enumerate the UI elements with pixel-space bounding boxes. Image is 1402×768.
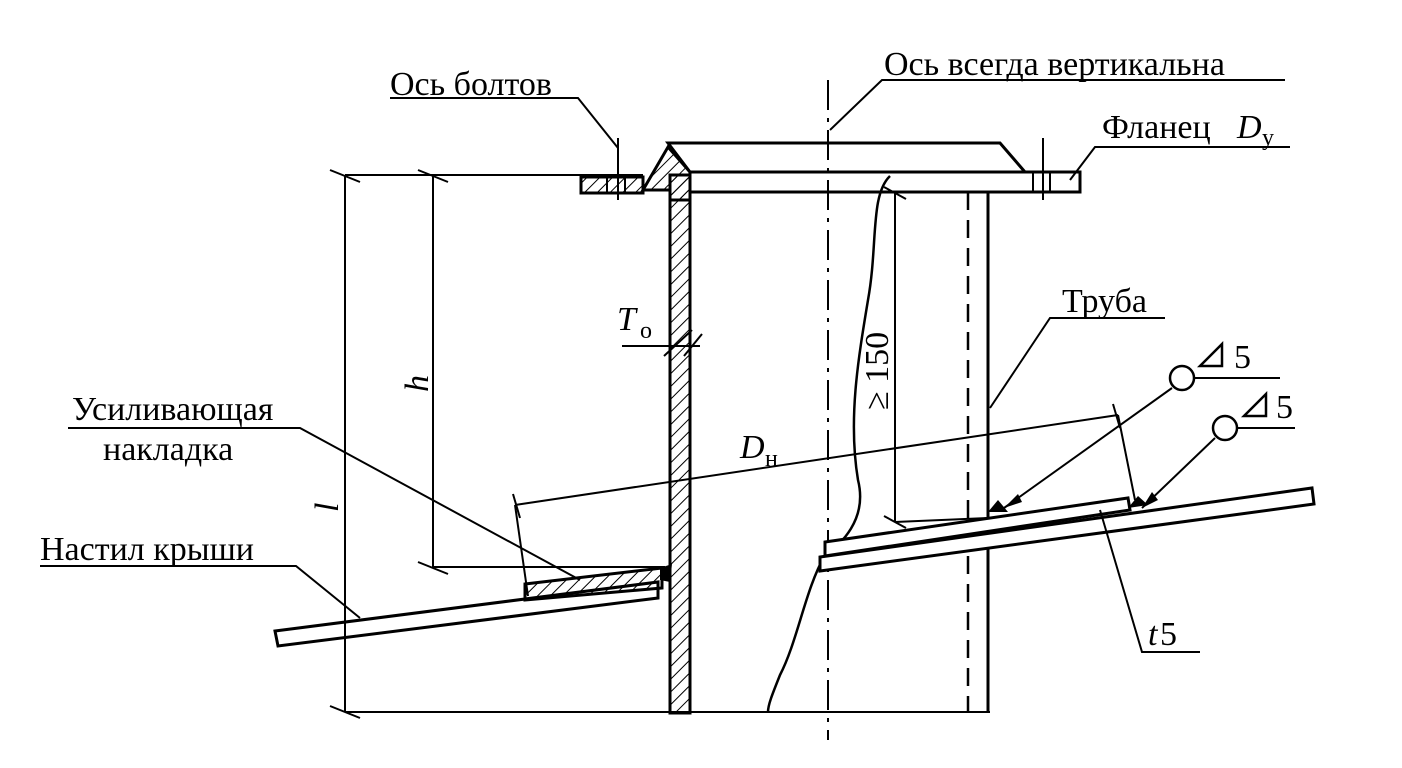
leader-pipe xyxy=(989,317,1165,409)
label-outer-diameter: D xyxy=(739,429,765,466)
label-plate-thickness: t xyxy=(1148,616,1159,653)
label-plate-thickness-value: 5 xyxy=(1160,616,1177,653)
nozzle-wall-section xyxy=(668,173,692,715)
roof-deck-right xyxy=(818,486,1316,573)
label-vertical-axis: Ось всегда вертикальна xyxy=(884,46,1225,83)
leader-reinforcing xyxy=(68,427,581,581)
label-pipe: Труба xyxy=(1062,283,1147,320)
reinforcing-plate-right xyxy=(823,496,1132,558)
label-l: l xyxy=(309,503,346,512)
reinforcing-plate xyxy=(523,566,664,602)
weld-mark-1 xyxy=(988,500,1008,512)
break-line xyxy=(766,175,891,713)
leader-t5 xyxy=(1099,509,1200,653)
nozzle-body xyxy=(345,141,1082,715)
dimension-min-150 xyxy=(883,186,989,529)
label-flange: Фланец xyxy=(1102,109,1211,146)
flange-weld-bevel xyxy=(640,144,692,202)
label-reinforcing-1: Усиливающая xyxy=(72,391,274,428)
weld-symbol-1 xyxy=(1003,340,1280,509)
label-weld-1: 5 xyxy=(1234,339,1251,376)
to-arrow xyxy=(622,329,703,357)
dimension-l xyxy=(329,169,643,719)
label-h: h xyxy=(399,375,436,392)
label-wall-thickness: T xyxy=(617,301,638,338)
label-bolt-axis: Ось болтов xyxy=(390,66,552,103)
leader-vertical-axis xyxy=(829,79,1285,131)
leader-flange xyxy=(1069,146,1290,181)
label-reinforcing-2: накладка xyxy=(103,431,233,468)
label-min-150: ≥ 150 xyxy=(859,332,896,410)
dimension-dn xyxy=(512,403,1136,597)
leader-bolt-axis xyxy=(390,97,619,149)
label-roof-deck: Настил крыши xyxy=(40,531,254,568)
label-weld-2: 5 xyxy=(1276,389,1293,426)
label-flange-subscript: у xyxy=(1262,125,1274,151)
weld-mark-2 xyxy=(1128,496,1148,508)
weld-mark-3 xyxy=(660,564,672,582)
label-wall-thickness-sub: о xyxy=(640,318,652,344)
flange-bolt-tab-left xyxy=(579,175,645,195)
label-flange-symbol: D xyxy=(1236,109,1262,146)
label-outer-diameter-sub: н xyxy=(765,446,778,472)
weld-symbol-2 xyxy=(1141,390,1295,509)
flange-plate xyxy=(664,141,1029,174)
leader-roof-deck xyxy=(40,565,361,619)
dimension-h xyxy=(417,169,665,575)
